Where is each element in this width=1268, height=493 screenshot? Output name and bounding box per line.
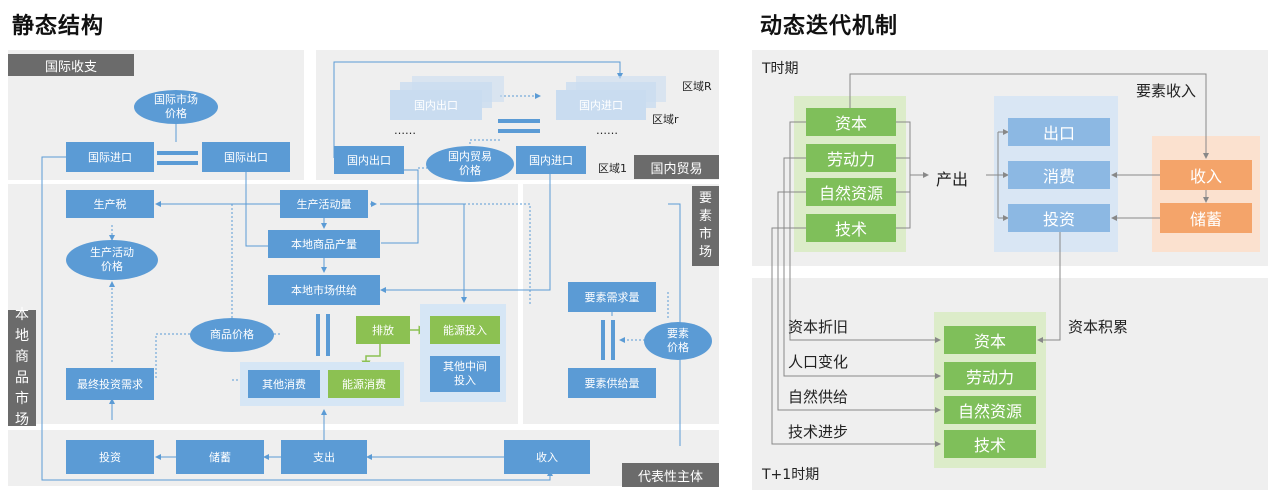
capital-accumulation-label: 资本积累 [1068,318,1129,336]
region-1-label: 区域1 [598,162,627,175]
factor-income-label: 要素收入 [1136,82,1197,100]
trade-dots-right: …… [596,124,618,137]
input-capital-box: 资本 [806,108,896,136]
change-depreciation-label: 资本折旧 [788,318,849,336]
intl-section-tag: 国际收支 [8,54,134,76]
input-labor-box: 劳动力 [806,144,896,172]
period-t1-label: T+1时期 [762,467,820,483]
intl-import-box: 国际进口 [66,142,154,172]
period-t-label: T时期 [762,61,799,77]
activity-price-oval: 生产活动价格 [66,240,158,280]
ghost-import-box: 国内进口 [556,90,646,120]
trade-section-tag: 国内贸易 [634,155,719,179]
change-tech-progress-label: 技术进步 [788,423,849,441]
next-labor-box: 劳动力 [944,362,1036,390]
energy-input-box: 能源投入 [430,316,500,344]
agent-invest-box: 投资 [66,440,154,474]
factor-tag-char: 要 [698,191,712,206]
agent-spend-box: 支出 [281,440,367,474]
region-r-label: 区域r [652,113,679,126]
production-tax-box: 生产税 [66,190,154,218]
energy-consumption-box: 能源消费 [328,370,400,398]
other-consumption-box: 其他消费 [248,370,320,398]
input-natural-resource-box: 自然资源 [806,178,896,206]
use-consumption-box: 消费 [1008,161,1110,189]
local-tag-char: 市 [15,391,29,407]
factor-tag-char: 市 [698,227,712,242]
emission-box: 排放 [356,316,410,344]
next-capital-box: 资本 [944,326,1036,354]
domestic-export-box: 国内出口 [334,146,404,174]
agent-income-box: 收入 [504,440,590,474]
domestic-trade-price-oval: 国内贸易价格 [426,146,514,182]
local-market-section-tag: 本地商品市场 [8,307,36,428]
factor-section-tag: 要素市场 [692,186,719,266]
factor-price-label: 要素价格 [667,327,689,354]
local-tag-char: 场 [15,412,29,428]
saving-box: 储蓄 [1160,203,1252,233]
use-export-box: 出口 [1008,118,1110,146]
local-supply-box: 本地市场供给 [268,275,380,305]
input-technology-box: 技术 [806,214,896,242]
factor-tag-char: 场 [698,245,712,260]
factor-supply-box: 要素供给量 [568,368,656,398]
activity-price-label: 生产活动价格 [90,246,134,273]
local-tag-char: 商 [15,349,29,365]
ghost-export-box: 国内出口 [390,90,482,120]
income-box: 收入 [1160,160,1252,190]
local-tag-char: 地 [15,328,29,344]
domestic-import-box: 国内进口 [516,146,586,174]
other-intermediate-box: 其他中间投入 [430,356,500,392]
local-output-box: 本地商品产量 [268,230,380,258]
use-investment-box: 投资 [1008,204,1110,232]
right-title: 动态迭代机制 [760,14,899,39]
next-technology-box: 技术 [944,430,1036,458]
trade-price-label: 国内贸易价格 [448,150,492,177]
agent-section-tag: 代表性主体 [622,463,719,487]
trade-dots-left: …… [394,124,416,137]
factor-price-oval: 要素价格 [644,322,712,360]
production-activity-box: 生产活动量 [280,190,368,218]
change-population-label: 人口变化 [788,353,849,371]
local-tag-char: 本 [15,307,29,323]
change-natural-supply-label: 自然供给 [788,388,849,406]
local-tag-char: 品 [15,370,29,386]
intl-market-price-label: 国际市场价格 [154,93,198,120]
left-title: 静态结构 [12,14,105,39]
output-label: 产出 [936,170,969,189]
other-intermediate-label: 其他中间投入 [443,360,487,387]
factor-tag-char: 素 [698,209,712,224]
goods-price-oval: 商品价格 [190,318,274,352]
goods-price-label: 商品价格 [210,328,254,341]
final-invest-box: 最终投资需求 [66,368,154,400]
agent-saving-box: 储蓄 [176,440,264,474]
region-R-label: 区域R [682,80,712,93]
intl-export-box: 国际出口 [202,142,290,172]
next-natural-resource-box: 自然资源 [944,396,1036,424]
factor-demand-box: 要素需求量 [568,282,656,312]
intl-market-price-oval: 国际市场价格 [134,90,218,124]
